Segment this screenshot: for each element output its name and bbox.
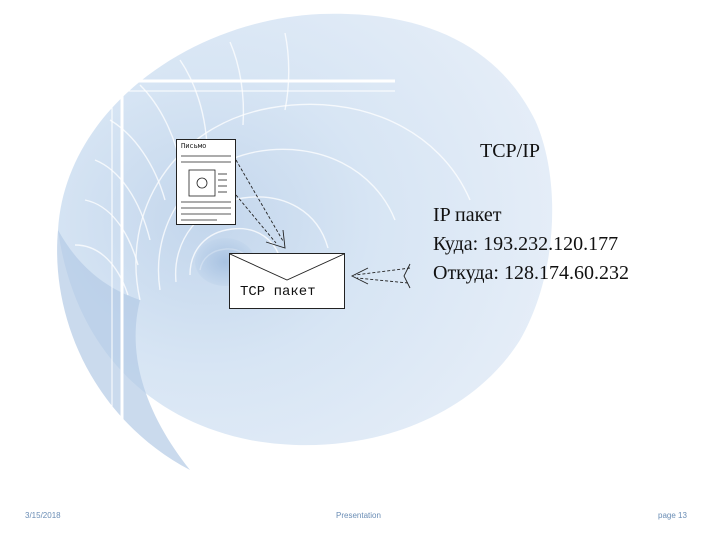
letter-document-icon: Письмо bbox=[176, 139, 236, 225]
arrow-icon bbox=[350, 263, 411, 289]
ip-source: Откуда: 128.174.60.232 bbox=[433, 262, 629, 284]
ip-packet-heading: IP пакет bbox=[433, 204, 502, 226]
arrow-icon bbox=[235, 159, 286, 249]
footer-page-number: page 13 bbox=[658, 511, 687, 520]
ip-destination: Куда: 193.232.120.177 bbox=[433, 233, 619, 255]
footer-date: 3/15/2018 bbox=[25, 511, 61, 520]
tcp-packet-label: TCP пакет bbox=[240, 284, 316, 300]
footer-center: Presentation bbox=[336, 511, 381, 520]
letter-label: Письмо bbox=[181, 142, 207, 150]
envelope-icon: TCP пакет bbox=[229, 253, 345, 309]
slide-title: TCP/IP bbox=[480, 140, 541, 162]
